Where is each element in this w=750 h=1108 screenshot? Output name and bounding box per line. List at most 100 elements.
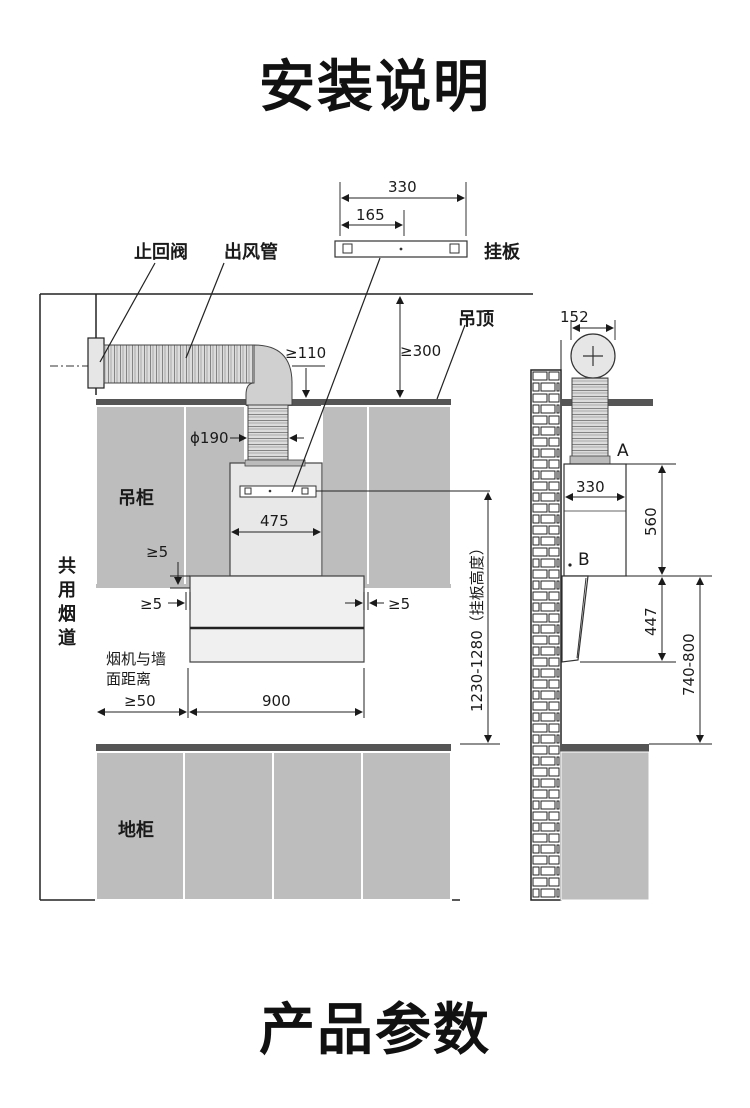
brick (556, 558, 560, 568)
brick (540, 668, 556, 678)
brick (556, 734, 560, 744)
brick (556, 822, 560, 832)
brick (548, 547, 560, 557)
brick (532, 833, 548, 843)
brick (532, 393, 548, 403)
brick (556, 426, 560, 436)
dim-hood-top-width: 475 (260, 512, 289, 530)
brick (532, 569, 548, 579)
brick (532, 613, 548, 623)
brick (540, 844, 556, 854)
brick (548, 745, 560, 755)
brick (548, 635, 560, 645)
brick (532, 657, 548, 667)
check-valve (87, 337, 105, 389)
brick (556, 646, 560, 656)
brick (548, 877, 560, 887)
brick (548, 811, 560, 821)
brick (548, 591, 560, 601)
dim-min-110: ≥110 (285, 344, 326, 362)
mount-plate-detail (334, 182, 468, 258)
brick (556, 470, 560, 480)
hood-upper-body (229, 462, 323, 577)
dim-side-depth: 330 (576, 478, 605, 496)
brick (540, 558, 556, 568)
brick (532, 701, 548, 711)
hood-lower-body (189, 575, 365, 663)
shared-flue-label-4: 道 (58, 627, 76, 649)
brick (532, 558, 540, 568)
brick (532, 756, 540, 766)
brick (532, 371, 548, 381)
ceiling-label: 吊顶 (458, 309, 494, 330)
brick (548, 481, 560, 491)
brick (548, 723, 560, 733)
brick (556, 690, 560, 700)
brick (532, 877, 548, 887)
brick (556, 580, 560, 590)
brick (548, 767, 560, 777)
wall-cabinets (95, 405, 452, 589)
brick (540, 448, 556, 458)
point-b-label: B (578, 550, 590, 570)
brick (532, 580, 540, 590)
brick (540, 866, 556, 876)
brick (532, 690, 540, 700)
brick (548, 701, 560, 711)
brick (540, 492, 556, 502)
brick (556, 800, 560, 810)
brick (540, 800, 556, 810)
dim-plate-half: 165 (356, 206, 385, 224)
brick (548, 459, 560, 469)
brick (532, 404, 540, 414)
brick (540, 888, 556, 898)
brick (540, 470, 556, 480)
brick (548, 525, 560, 535)
brick (532, 855, 548, 865)
shared-flue-label-2: 用 (58, 580, 76, 601)
brick (532, 525, 548, 535)
brick (548, 415, 560, 425)
hood-wall-dist-label-1: 烟机与墙 (106, 650, 166, 668)
brick (556, 778, 560, 788)
brick (532, 767, 548, 777)
brick (532, 415, 548, 425)
brick (548, 855, 560, 865)
dim-plate-height: 1230-1280（挂板高度） (468, 540, 486, 712)
brick (540, 712, 556, 722)
brick (548, 437, 560, 447)
brick (540, 536, 556, 546)
brick (532, 745, 548, 755)
page-title: 安装说明 (259, 55, 491, 120)
brick (540, 602, 556, 612)
brick (548, 789, 560, 799)
brick (532, 437, 548, 447)
brick (532, 679, 548, 689)
brick (556, 404, 560, 414)
dimension-lines (97, 296, 500, 745)
brick (540, 624, 556, 634)
brick (556, 756, 560, 766)
brick (548, 569, 560, 579)
dim-min-300: ≥300 (400, 342, 441, 360)
countertop (96, 744, 451, 752)
brick (532, 712, 540, 722)
brick (532, 723, 548, 733)
brick (556, 448, 560, 458)
brick (532, 547, 548, 557)
wall-cabinet-label: 吊柜 (118, 487, 154, 509)
brick (548, 657, 560, 667)
dim-side-447: 447 (642, 607, 660, 636)
brick (548, 833, 560, 843)
brick (540, 734, 556, 744)
brick (556, 712, 560, 722)
brick (532, 536, 540, 546)
brick (540, 778, 556, 788)
brick (532, 789, 548, 799)
brick (548, 613, 560, 623)
brick (532, 866, 540, 876)
dim-gap-5-l: ≥5 (140, 595, 162, 613)
brick (556, 602, 560, 612)
brick (532, 602, 540, 612)
